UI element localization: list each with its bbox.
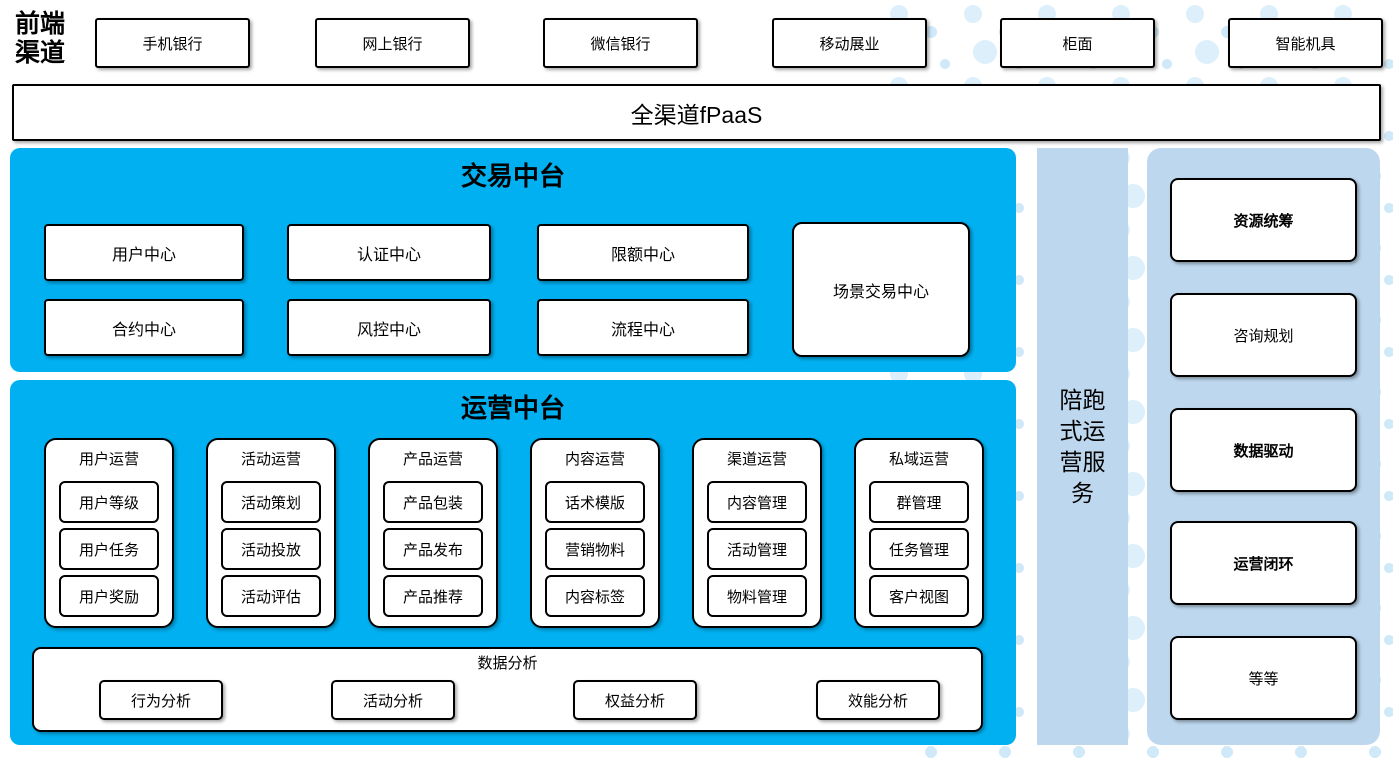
service-box-etc: 等等 [1170, 636, 1357, 720]
fpaas-bar: 全渠道fPaaS [12, 84, 1381, 141]
trade-platform-panel: 交易中台 用户中心 认证中心 限额中心 合约中心 风控中心 流程中心 场景交易中… [10, 148, 1016, 372]
channel-box-mobile-banking: 手机银行 [95, 18, 250, 68]
ops-group-channel-title: 渠道运营 [726, 451, 787, 468]
center-box-scenario-trade: 场景交易中心 [792, 222, 970, 357]
front-channels-label-line1: 前端 [14, 11, 65, 38]
service-box-consulting-planning: 咨询规划 [1170, 293, 1357, 377]
ops-item: 群管理 [869, 481, 969, 523]
ops-item: 用户等级 [59, 481, 159, 523]
ops-item: 客户视图 [869, 575, 969, 617]
ops-platform-panel: 运营中台 用户运营 用户等级 用户任务 用户奖励 活动运营 活动策划 活动投放 … [10, 380, 1016, 745]
service-box-data-driven: 数据驱动 [1170, 408, 1357, 492]
center-box-contract: 合约中心 [44, 299, 244, 356]
ops-item: 产品发布 [383, 528, 483, 570]
ops-item: 活动评估 [221, 575, 321, 617]
side-band-line: 陪跑 [1059, 386, 1106, 413]
ops-item: 用户奖励 [59, 575, 159, 617]
data-analysis-title: 数据分析 [477, 655, 538, 672]
side-band-line: 式运 [1059, 417, 1106, 444]
ops-item: 产品包装 [383, 481, 483, 523]
ops-item: 内容管理 [707, 481, 807, 523]
data-analysis-container: 数据分析 行为分析 活动分析 权益分析 效能分析 [32, 647, 983, 732]
channel-box-counter: 柜面 [1000, 18, 1155, 68]
front-channels-label: 前端 渠道 [6, 10, 74, 68]
right-services-panel: 资源统筹 咨询规划 数据驱动 运营闭环 等等 [1147, 148, 1380, 745]
side-band-accompany-service: 陪跑 式运 营服 务 [1037, 148, 1128, 745]
channel-box-mobile-expansion: 移动展业 [772, 18, 927, 68]
front-channels-label-line2: 渠道 [14, 40, 65, 67]
ops-group-product: 产品运营 产品包装 产品发布 产品推荐 [368, 438, 498, 628]
side-band-line: 务 [1071, 479, 1094, 506]
channel-box-wechat-banking: 微信银行 [543, 18, 698, 68]
analysis-box-activity: 活动分析 [331, 680, 455, 720]
center-box-risk: 风控中心 [287, 299, 491, 356]
ops-item: 活动策划 [221, 481, 321, 523]
ops-group-private-domain: 私域运营 群管理 任务管理 客户视图 [854, 438, 984, 628]
ops-item: 话术模版 [545, 481, 645, 523]
service-box-resource-coordination: 资源统筹 [1170, 178, 1357, 262]
analysis-box-benefit: 权益分析 [573, 680, 697, 720]
ops-group-channel: 渠道运营 内容管理 活动管理 物料管理 [692, 438, 822, 628]
trade-platform-title: 交易中台 [460, 161, 565, 191]
ops-group-user-title: 用户运营 [78, 451, 139, 468]
ops-item: 产品推荐 [383, 575, 483, 617]
center-box-quota: 限额中心 [537, 224, 749, 281]
ops-group-product-title: 产品运营 [402, 451, 463, 468]
center-box-user: 用户中心 [44, 224, 244, 281]
ops-item: 任务管理 [869, 528, 969, 570]
analysis-box-efficiency: 效能分析 [816, 680, 940, 720]
ops-item: 用户任务 [59, 528, 159, 570]
ops-group-private-domain-title: 私域运营 [888, 451, 949, 468]
analysis-box-behavior: 行为分析 [99, 680, 223, 720]
ops-item: 内容标签 [545, 575, 645, 617]
ops-item: 活动投放 [221, 528, 321, 570]
service-box-ops-closed-loop: 运营闭环 [1170, 521, 1357, 605]
channel-box-smart-devices: 智能机具 [1228, 18, 1383, 68]
ops-group-activity-title: 活动运营 [240, 451, 301, 468]
ops-item: 物料管理 [707, 575, 807, 617]
side-band-line: 营服 [1059, 448, 1106, 475]
ops-item: 活动管理 [707, 528, 807, 570]
ops-group-activity: 活动运营 活动策划 活动投放 活动评估 [206, 438, 336, 628]
ops-group-user: 用户运营 用户等级 用户任务 用户奖励 [44, 438, 174, 628]
center-box-process: 流程中心 [537, 299, 749, 356]
channel-box-online-banking: 网上银行 [315, 18, 470, 68]
ops-group-content: 内容运营 话术模版 营销物料 内容标签 [530, 438, 660, 628]
ops-item: 营销物料 [545, 528, 645, 570]
ops-group-content-title: 内容运营 [564, 451, 625, 468]
center-box-auth: 认证中心 [287, 224, 491, 281]
ops-platform-title: 运营中台 [460, 393, 565, 423]
